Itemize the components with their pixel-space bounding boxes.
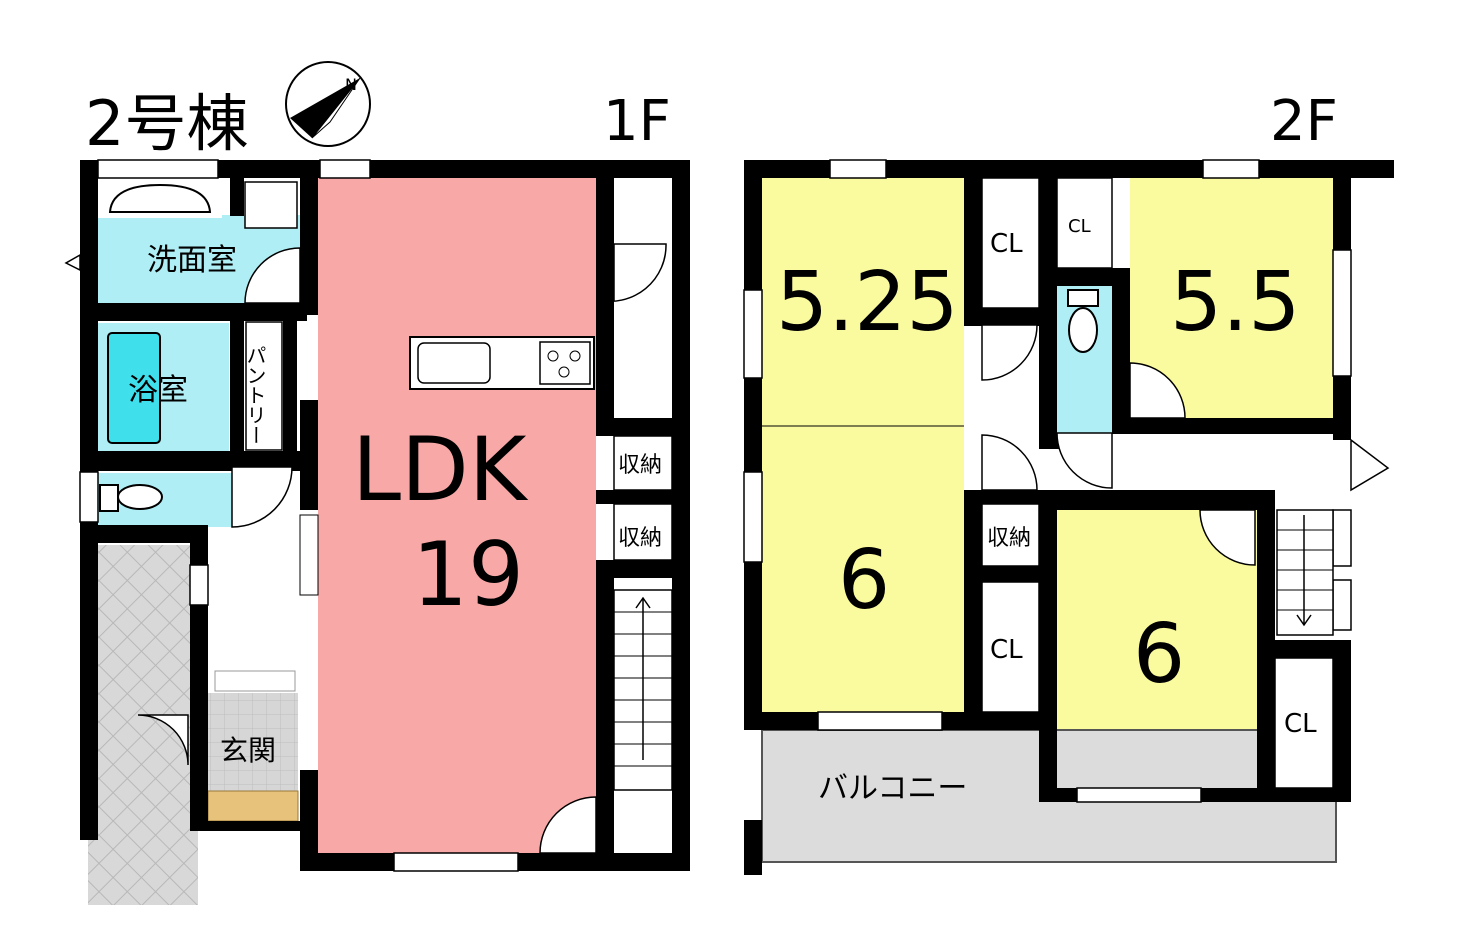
window: [1076, 787, 1202, 803]
closet-box: [981, 581, 1040, 713]
senmen-label: 洗面室: [147, 243, 237, 278]
bathtub-icon: [107, 332, 161, 444]
window: [97, 159, 219, 179]
floor2-label: 2F: [1270, 89, 1338, 154]
room-d-size: 6: [1133, 607, 1185, 702]
stairs-2f: [1276, 509, 1334, 636]
room-b-size: 5.5: [1170, 255, 1300, 350]
washer-icon: [244, 181, 298, 229]
window: [743, 471, 763, 563]
balcony-label: バルコニー: [818, 771, 967, 806]
toilet2-fill: [1057, 285, 1114, 433]
floor1-label: 1F: [603, 89, 671, 154]
door-swing-icon: [244, 247, 301, 304]
genkan-step: [207, 790, 299, 822]
door-swing-icon: [1199, 509, 1256, 566]
cl-a-label: CL: [990, 229, 1023, 259]
room-a-fill: [762, 178, 964, 426]
genkan-fill: [208, 693, 298, 791]
compass-icon: N: [285, 61, 371, 147]
genkan-label: 玄関: [220, 734, 276, 767]
window: [79, 471, 99, 523]
compass-north-label: N: [345, 75, 357, 94]
building-title: 2号棟: [85, 87, 248, 160]
window: [319, 159, 371, 179]
storage-box: [613, 503, 673, 561]
vent-icon: [64, 253, 81, 272]
window: [829, 159, 887, 179]
washbasin-icon: [108, 183, 212, 213]
ldk-label: LDK: [352, 418, 529, 521]
stair-arrow-icon: [1296, 515, 1312, 627]
window: [393, 852, 519, 872]
cl-d-label: CL: [1284, 709, 1317, 739]
window: [1332, 509, 1352, 567]
floor1-plan: 洗面室 浴室 パントリー LDK 19 収納 収納 玄関: [64, 159, 690, 905]
window: [743, 289, 763, 379]
stair-arrow-icon: [635, 596, 651, 760]
window: [1202, 159, 1260, 179]
shuno-label: 収納: [987, 526, 1031, 551]
window: [817, 711, 943, 731]
ldk-size: 19: [412, 523, 524, 626]
pantry-box: [245, 321, 283, 451]
room-c-size: 6: [838, 533, 890, 628]
ldk-fill: [318, 178, 596, 853]
closet-box: [981, 177, 1040, 309]
window: [189, 564, 209, 606]
cl-c-label: CL: [990, 635, 1023, 665]
door-swing-icon: [597, 243, 667, 303]
entry-door-icon: [137, 714, 189, 766]
sliding-door: [299, 514, 319, 596]
door-swing-icon: [981, 324, 1038, 381]
window: [1332, 249, 1352, 377]
floor2-plan: 5.25 5.5 6 6 CL CL CL CL 収納 バルコニー: [743, 159, 1394, 875]
stairs-1f: [613, 589, 673, 791]
storage-box: [981, 503, 1040, 567]
pantry-label: パントリー: [243, 345, 267, 445]
door-swing-icon: [1129, 362, 1186, 419]
closet-box: [1274, 657, 1334, 789]
shuno1-label: 収納: [618, 453, 662, 478]
toilet-icon: [117, 484, 163, 510]
door-swing-icon: [539, 796, 597, 854]
door-swing-icon: [981, 434, 1038, 491]
cl-b-label: CL: [1068, 216, 1091, 237]
yokushitsu-label: 浴室: [128, 373, 188, 408]
room-c-fill: [762, 426, 964, 712]
toilet-tank-icon: [99, 484, 119, 512]
door-swing-icon: [1350, 438, 1390, 492]
shuno2-label: 収納: [618, 526, 662, 551]
door-swing-icon: [231, 466, 293, 528]
room-a-size: 5.25: [776, 255, 959, 350]
door-swing-icon: [1056, 432, 1113, 489]
toilet2-icon: [1067, 289, 1099, 353]
shoe-box: [214, 670, 296, 692]
storage-box: [613, 435, 673, 491]
kitchen-counter: [409, 336, 595, 390]
window: [1332, 579, 1352, 631]
closet-box: [1056, 177, 1113, 269]
stove-icon: [539, 341, 591, 385]
sink-icon: [417, 342, 491, 384]
